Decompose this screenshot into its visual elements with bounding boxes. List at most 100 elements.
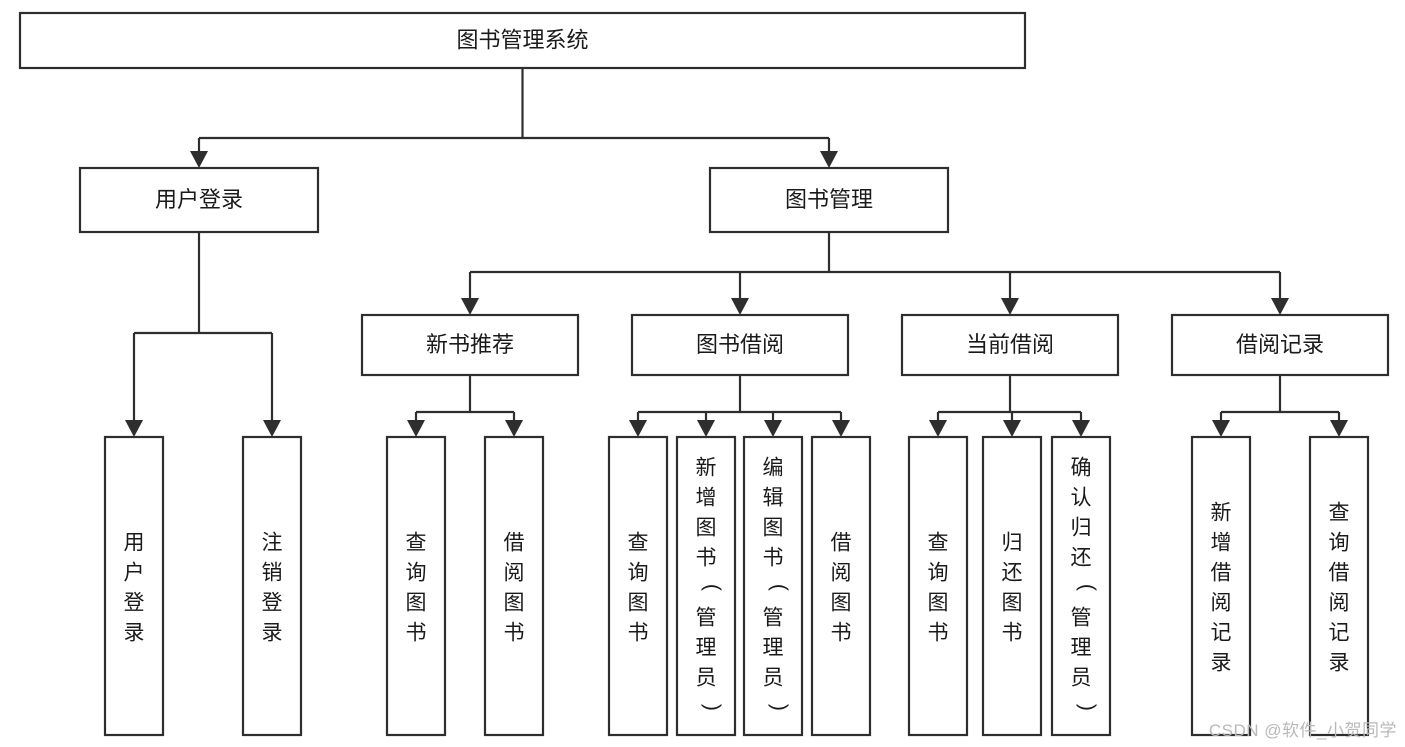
node-layer: 图书管理系统用户登录图书管理新书推荐图书借阅当前借阅借阅记录用户登录注销登录查询… xyxy=(18,11,1390,737)
svg-text:图: 图 xyxy=(504,591,525,614)
leaf-node-注销登录-1-rect[interactable] xyxy=(241,435,303,737)
svg-text:阅: 阅 xyxy=(1211,591,1232,614)
edge-当前借阅-to-leaves-arrow-1 xyxy=(1003,420,1021,437)
level2-node-图书管理[interactable]: 图书管理 xyxy=(708,166,950,234)
edge-root-to-level2-arrow-1 xyxy=(820,151,838,168)
svg-text:阅: 阅 xyxy=(1329,591,1350,614)
leaf-node-新增图书管理员-5-rect[interactable] xyxy=(675,435,737,737)
level2-node-用户登录-label: 用户登录 xyxy=(155,187,243,212)
svg-text:管: 管 xyxy=(763,606,784,629)
level3-node-借阅记录-rect[interactable] xyxy=(1170,313,1390,377)
leaf-node-查询图书-4-rect[interactable] xyxy=(607,435,669,737)
leaf-node-用户登录-0-rect[interactable] xyxy=(103,435,165,737)
level3-node-借阅记录[interactable]: 借阅记录 xyxy=(1170,313,1390,377)
svg-text:理: 理 xyxy=(1071,636,1092,659)
edge-新书推荐-to-leaves-arrow-0 xyxy=(407,420,425,437)
svg-text:增: 增 xyxy=(1211,531,1232,554)
level3-node-图书借阅[interactable]: 图书借阅 xyxy=(630,313,850,377)
svg-text:图: 图 xyxy=(928,591,949,614)
svg-text:阅: 阅 xyxy=(504,561,525,584)
svg-text:图: 图 xyxy=(831,591,852,614)
svg-text:销: 销 xyxy=(262,561,283,584)
svg-text:书: 书 xyxy=(928,621,949,644)
svg-text:(: ( xyxy=(701,584,724,591)
leaf-node-用户登录-0[interactable]: 用户登录 xyxy=(103,435,165,737)
level3-node-当前借阅-rect[interactable] xyxy=(900,313,1120,377)
svg-text:新: 新 xyxy=(696,456,717,479)
leaf-node-归还图书-9-rect[interactable] xyxy=(981,435,1043,737)
edge-book-mgmt-to-level3-arrow-2 xyxy=(1001,298,1019,315)
level2-node-用户登录-rect[interactable] xyxy=(78,166,320,234)
svg-text:增: 增 xyxy=(696,486,717,509)
leaf-node-借阅图书-7-rect[interactable] xyxy=(810,435,872,737)
leaf-node-用户登录-0-label: 用户登录 xyxy=(124,531,145,644)
edge-user-login-to-leaves-arrow-1 xyxy=(263,420,281,437)
leaf-node-编辑图书管理员-6-rect[interactable] xyxy=(742,435,804,737)
svg-text:借: 借 xyxy=(831,531,852,554)
svg-text:用: 用 xyxy=(124,531,145,554)
svg-text:注: 注 xyxy=(262,531,283,554)
svg-text:): ) xyxy=(701,704,724,711)
level3-node-图书借阅-label: 图书借阅 xyxy=(696,332,784,357)
edge-当前借阅-to-leaves-arrow-2 xyxy=(1072,420,1090,437)
svg-text:管: 管 xyxy=(696,606,717,629)
svg-text:理: 理 xyxy=(696,636,717,659)
svg-text:(: ( xyxy=(1076,584,1099,591)
leaf-node-确认归还管理员-10-rect[interactable] xyxy=(1050,435,1112,737)
svg-text:员: 员 xyxy=(696,666,717,689)
svg-text:图: 图 xyxy=(628,591,649,614)
svg-text:登: 登 xyxy=(124,591,145,614)
root-node-图书管理系统[interactable]: 图书管理系统 xyxy=(18,11,1027,70)
edge-book-mgmt-to-level3-arrow-3 xyxy=(1271,298,1289,315)
edge-图书借阅-to-leaves-arrow-3 xyxy=(832,420,850,437)
svg-text:查: 查 xyxy=(1329,501,1350,524)
edge-user-login-to-leaves-arrow-0 xyxy=(125,420,143,437)
level3-node-新书推荐-rect[interactable] xyxy=(360,313,580,377)
leaf-node-查询图书-8-rect[interactable] xyxy=(907,435,969,737)
svg-text:记: 记 xyxy=(1211,621,1232,644)
root-node-图书管理系统-label: 图书管理系统 xyxy=(456,27,588,52)
level3-node-图书借阅-rect[interactable] xyxy=(630,313,850,377)
svg-text:录: 录 xyxy=(262,621,283,644)
svg-text:书: 书 xyxy=(504,621,525,644)
svg-text:图: 图 xyxy=(763,516,784,539)
leaf-node-查询借阅记录-12-rect[interactable] xyxy=(1308,435,1370,737)
level3-node-当前借阅[interactable]: 当前借阅 xyxy=(900,313,1120,377)
level3-node-新书推荐[interactable]: 新书推荐 xyxy=(360,313,580,377)
edge-root-to-level2-arrow-0 xyxy=(190,151,208,168)
svg-text:查: 查 xyxy=(628,531,649,554)
svg-text:管: 管 xyxy=(1071,606,1092,629)
svg-text:归: 归 xyxy=(1002,531,1023,554)
edge-图书借阅-to-leaves-arrow-0 xyxy=(629,420,647,437)
level2-node-图书管理-rect[interactable] xyxy=(708,166,950,234)
leaf-node-新增借阅记录-11-rect[interactable] xyxy=(1190,435,1252,737)
leaf-node-查询图书-2-rect[interactable] xyxy=(385,435,447,737)
svg-text:借: 借 xyxy=(504,531,525,554)
svg-text:书: 书 xyxy=(406,621,427,644)
svg-text:书: 书 xyxy=(696,546,717,569)
level2-node-用户登录[interactable]: 用户登录 xyxy=(78,166,320,234)
svg-text:书: 书 xyxy=(763,546,784,569)
root-node-图书管理系统-rect[interactable] xyxy=(18,11,1027,70)
level2-node-图书管理-label: 图书管理 xyxy=(785,187,873,212)
leaf-node-借阅图书-3-rect[interactable] xyxy=(483,435,545,737)
level3-node-新书推荐-label: 新书推荐 xyxy=(426,332,514,357)
svg-text:理: 理 xyxy=(763,636,784,659)
